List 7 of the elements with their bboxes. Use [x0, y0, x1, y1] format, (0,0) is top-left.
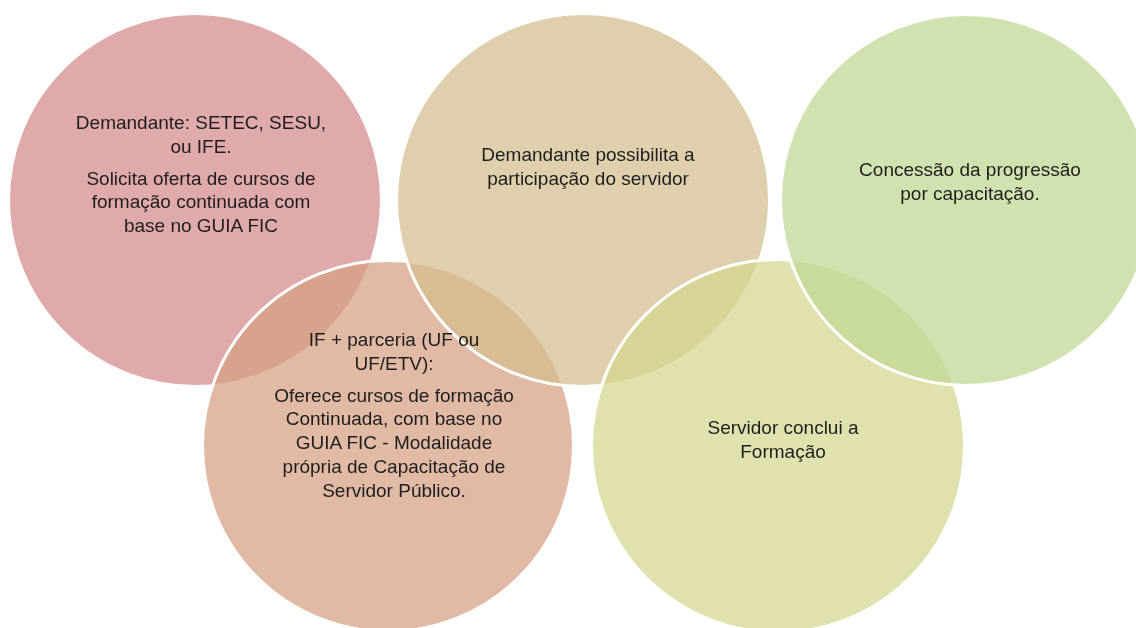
- circle-text: Demandante: SETEC, SESU, ou IFE.: [74, 111, 328, 159]
- circle-text: Concessão da progressão por capacitação.: [858, 158, 1082, 206]
- circle-text: Solicita oferta de cursos de formação continuada com base no GUIA FIC: [85, 166, 317, 238]
- circle-text: Oferece cursos de formação Continuada, com base no GUIA FIC - Modalidade própria de Capacitação de Servidor Público.: [274, 383, 514, 503]
- circle-text: Demandante possibilita a participação do servidor: [480, 143, 696, 191]
- circle-text: Servidor conclui a Formação: [706, 416, 860, 464]
- circle-text: IF + parceria (UF ou UF/ETV):: [307, 328, 481, 376]
